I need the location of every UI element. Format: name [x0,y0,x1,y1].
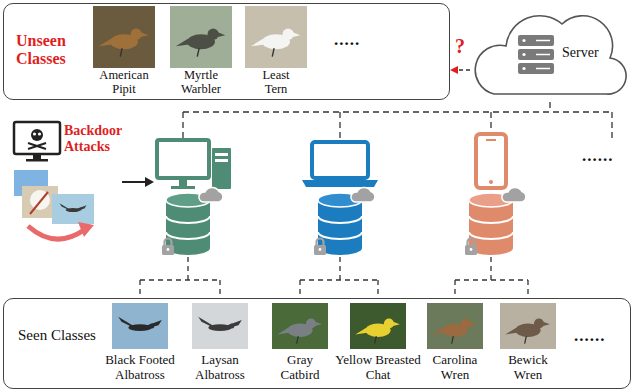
seen-bird-photos [500,303,556,349]
cloud-outline [470,2,630,102]
class-name: Black Footed Albatross [95,352,185,382]
class-name: Myrtle Warbler [168,69,234,96]
desktop-client [215,153,228,156]
local-database-orange [465,188,526,255]
desktop-client [215,159,228,162]
local-database-blue [351,188,375,202]
local-database-green [162,188,223,255]
laptop-client [302,180,378,187]
edge-label: ? [455,35,465,58]
seen-bird-photos [198,317,242,331]
dashed-link [457,69,470,70]
desktop-client [157,140,231,189]
seen-bird-photos [112,303,168,349]
seen-bird-photos [192,303,248,349]
backdoor-attack-icon [31,129,43,141]
seen-bird-photos [272,303,328,349]
desktop-client [212,148,231,189]
phone-client [476,134,506,188]
arrow-head [450,66,458,74]
class-name: American Pipit [89,69,159,96]
cloud-outline [475,16,626,94]
backdoor-attack-icon [33,132,36,135]
laptop-client [302,142,378,187]
unseen-bird-photos [93,6,155,68]
backdoor-attack-icon [38,132,41,135]
network-dashed-lines [183,102,612,142]
ellipsis: ..... [334,30,394,50]
class-name: Bewick Wren [500,352,556,382]
attack-arrow [122,181,146,183]
ellipsis: ...... [582,146,630,166]
ellipsis: ...... [574,326,626,346]
seen-bird-photos [427,303,483,349]
server-label: Server [562,45,614,61]
desktop-client [179,178,187,186]
cloud-outline [536,41,550,69]
unseen-bird-photos [93,6,307,68]
cloud-outline [522,39,525,42]
phone-client [489,180,493,184]
poisoned-image-pile [52,194,94,224]
attack-arrow [145,177,154,187]
data-brackets [300,257,378,298]
local-database-orange [469,216,513,239]
desktop-client [171,186,195,189]
poisoned-image-pile [28,226,84,239]
backdoor-attack-icon [26,159,48,162]
phone-client [476,134,506,188]
local-database-green [166,216,210,239]
seen-bird-photos [432,318,477,343]
seen-bird-photos [505,318,550,343]
edge-connector [450,66,470,74]
desktop-client [157,140,209,178]
server-cloud: Server [470,2,630,102]
cloud-outline [522,67,525,70]
seen-bird-photos [118,317,162,331]
panel-heading: Seen Classes [18,327,98,344]
laptop-client [312,142,368,178]
unseen-bird-photos [170,6,232,68]
poisoned-image-pile [59,203,86,212]
data-brackets [455,257,528,298]
unseen-bird-photos [251,29,300,57]
unseen-bird-photos [176,29,225,57]
backdoor-attack-icon [14,122,60,162]
phone-client [486,139,496,141]
class-name: Gray Catbird [273,352,327,382]
backdoor-attack-icon [14,122,60,154]
local-database-blue [314,239,326,256]
unseen-bird-photos [245,6,307,68]
unseen-bird-photos [99,29,148,57]
attack-arrow [122,177,154,187]
data-brackets [140,257,220,298]
network-dashed-lines [183,102,612,142]
class-name: Yellow Breasted Chat [333,352,423,382]
seen-bird-photos [277,318,322,343]
local-database-green [199,188,223,202]
backdoor-attack-icon [33,155,41,159]
panel-heading: Unseen Classes [16,32,90,69]
local-database-blue [318,216,362,239]
local-database-orange [502,188,526,202]
seen-bird-photos [355,318,400,343]
cloud-outline [522,53,525,56]
unseen-classes-panel: Unseen Classes [3,3,450,100]
seen-bird-photos [112,303,556,349]
local-database-green [162,239,174,256]
backdoor-attack-icon [28,143,46,149]
poisoned-image-pile [78,222,94,237]
data-brackets [140,257,528,298]
local-database-orange [465,239,477,256]
backdoor-attack-icon [28,143,46,149]
local-database-blue [314,188,375,255]
seen-bird-photos [350,303,406,349]
class-name: Laysan Albatross [187,352,253,382]
attack-label: Backdoor Attacks [64,123,130,155]
class-name: Carolina Wren [425,352,485,382]
poisoned-image-pile [14,170,94,239]
class-name: Least Tern [251,69,301,96]
poisoned-image-pile [30,192,48,214]
